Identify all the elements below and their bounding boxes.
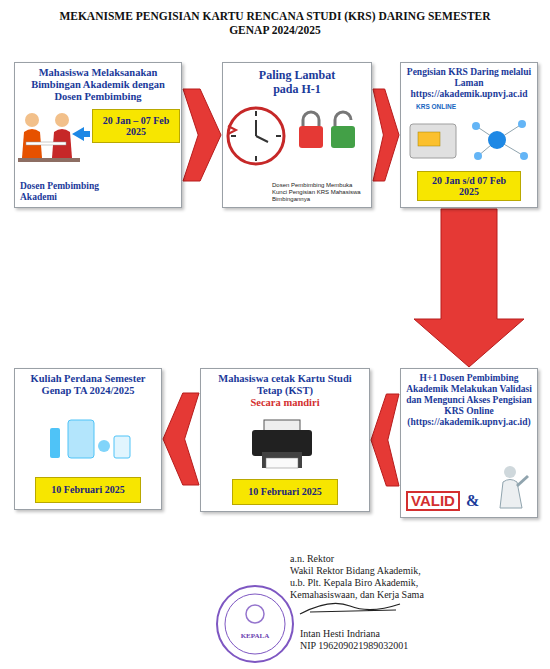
figure-icon bbox=[500, 466, 528, 508]
box-text: KRS ONLINE bbox=[416, 103, 532, 110]
block-arrow bbox=[371, 394, 399, 486]
block-arrow bbox=[373, 89, 399, 181]
process-box: Mahasiswa Melaksanakan Bimbingan Akademi… bbox=[14, 62, 182, 208]
label-text: a.n. Rektor bbox=[290, 553, 540, 565]
figure-icon bbox=[504, 466, 516, 478]
label-text: Wakil Rektor Bidang Akademik, bbox=[290, 565, 540, 577]
block-arrow bbox=[163, 393, 199, 485]
clock-icon bbox=[231, 135, 236, 137]
people-illustration bbox=[55, 113, 69, 127]
network-icon bbox=[518, 120, 526, 128]
box-text: 20 Jan s/d 07 Feb 2025 bbox=[422, 175, 516, 198]
label-text: NIP 196209021989032001 bbox=[300, 640, 540, 652]
date-label-box: 20 Jan – 07 Feb 2025 bbox=[92, 109, 180, 143]
network-icon bbox=[474, 152, 482, 160]
signature bbox=[300, 603, 400, 614]
block-arrow bbox=[414, 209, 524, 367]
title: MEKANISME PENGISIAN KARTU RENCANA STUDI … bbox=[55, 9, 495, 38]
lock-icons bbox=[299, 112, 355, 148]
process-box: Pengisian KRS Daring melalui Laman https… bbox=[400, 62, 538, 208]
printer-icon bbox=[252, 420, 312, 468]
stamp bbox=[217, 586, 293, 662]
label-text: KEPALA bbox=[225, 630, 285, 642]
box-text: Pengisian KRS Daring melalui Laman https… bbox=[406, 67, 532, 100]
clock-icon bbox=[255, 120, 257, 136]
people-illustration bbox=[25, 113, 39, 127]
signature-block: KEPALA bbox=[225, 630, 285, 642]
block-arrow bbox=[183, 89, 221, 181]
gadget-icons bbox=[68, 420, 94, 458]
title-wrap: MEKANISME PENGISIAN KARTU RENCANA STUDI … bbox=[0, 9, 550, 38]
clock-icon bbox=[255, 156, 257, 161]
blue-arrow bbox=[72, 127, 90, 141]
gadget-icons bbox=[98, 440, 110, 452]
signature bbox=[300, 603, 400, 614]
people-illustration bbox=[26, 142, 66, 145]
signature-block: Intan Hesti IndrianaNIP 1962090219890320… bbox=[300, 628, 540, 652]
clock-icon bbox=[276, 135, 281, 137]
clock-icon bbox=[228, 108, 284, 164]
lock-icons bbox=[299, 126, 323, 148]
box-text: & bbox=[466, 492, 479, 510]
blue-arrow bbox=[72, 127, 90, 141]
tablet-icon bbox=[418, 132, 440, 146]
date-label-box: 10 Februari 2025 bbox=[232, 479, 338, 505]
date-label-box: 20 Jan s/d 07 Feb 2025 bbox=[417, 171, 521, 201]
stamp bbox=[225, 594, 285, 654]
text-row: VALID& bbox=[406, 491, 532, 512]
tablet-icon bbox=[410, 124, 456, 158]
box-text: Paling Lambat pada H-1 bbox=[249, 69, 345, 97]
clock-icon bbox=[255, 111, 257, 116]
network-icon bbox=[472, 122, 480, 130]
box-text: VALID bbox=[406, 491, 460, 512]
box-text: Dosen Pembimbing Akademi bbox=[20, 181, 112, 203]
printer-icon bbox=[266, 458, 298, 468]
clock-icon bbox=[256, 136, 268, 142]
box-text: Secara mandiri bbox=[206, 397, 364, 409]
gadget-icons bbox=[50, 420, 130, 458]
process-box: H+1 Dosen Pembimbing Akademik Melakukan … bbox=[400, 368, 538, 518]
label-text: Intan Hesti Indriana bbox=[300, 628, 540, 640]
lock-icons bbox=[335, 112, 351, 126]
gadget-icons bbox=[114, 436, 130, 458]
printer-icon bbox=[262, 452, 302, 468]
lock-icons bbox=[331, 126, 355, 148]
box-text: H+1 Dosen Pembimbing Akademik Melakukan … bbox=[406, 373, 532, 428]
figure-icon bbox=[517, 476, 528, 486]
network-icon bbox=[472, 120, 528, 160]
gadget-icons bbox=[50, 428, 60, 458]
box-text: 20 Jan – 07 Feb 2025 bbox=[97, 115, 175, 138]
box-text: Kuliah Perdana Semester Genap TA 2024/20… bbox=[20, 373, 156, 397]
date-label-box: 10 Februari 2025 bbox=[35, 477, 141, 503]
box-text: 10 Februari 2025 bbox=[51, 484, 124, 496]
box-text: Mahasiswa Melaksanakan Bimbingan Akademi… bbox=[20, 67, 176, 103]
process-box: Kuliah Perdana Semester Genap TA 2024/20… bbox=[14, 368, 162, 510]
signature-block: a.n. RektorWakil Rektor Bidang Akademik,… bbox=[290, 553, 540, 601]
process-box: Mahasiswa cetak Kartu Studi Tetap (KST)S… bbox=[200, 368, 370, 512]
clock-icon bbox=[228, 126, 236, 134]
label-text: Kemahasiswaan, dan Kerja Sama bbox=[290, 589, 540, 601]
box-text: Mahasiswa cetak Kartu Studi Tetap (KST) bbox=[206, 373, 364, 397]
stamp bbox=[246, 605, 264, 623]
tablet-icon bbox=[410, 124, 456, 158]
network-icon bbox=[488, 131, 506, 149]
people-illustration bbox=[18, 158, 80, 162]
people-illustration bbox=[18, 113, 80, 162]
network-icon bbox=[520, 152, 528, 160]
process-box: Paling Lambat pada H-1Dosen Pembimbing M… bbox=[222, 62, 372, 208]
clock-icon bbox=[228, 108, 284, 164]
stamp bbox=[217, 586, 293, 662]
label-text: u.b. Plt. Kepala Biro Akademik, bbox=[290, 577, 540, 589]
box-text: 10 Februari 2025 bbox=[248, 486, 321, 498]
box-text: Dosen Pembimbing Membuka Kunci Pengisian… bbox=[272, 182, 368, 203]
lock-icons bbox=[303, 112, 319, 126]
